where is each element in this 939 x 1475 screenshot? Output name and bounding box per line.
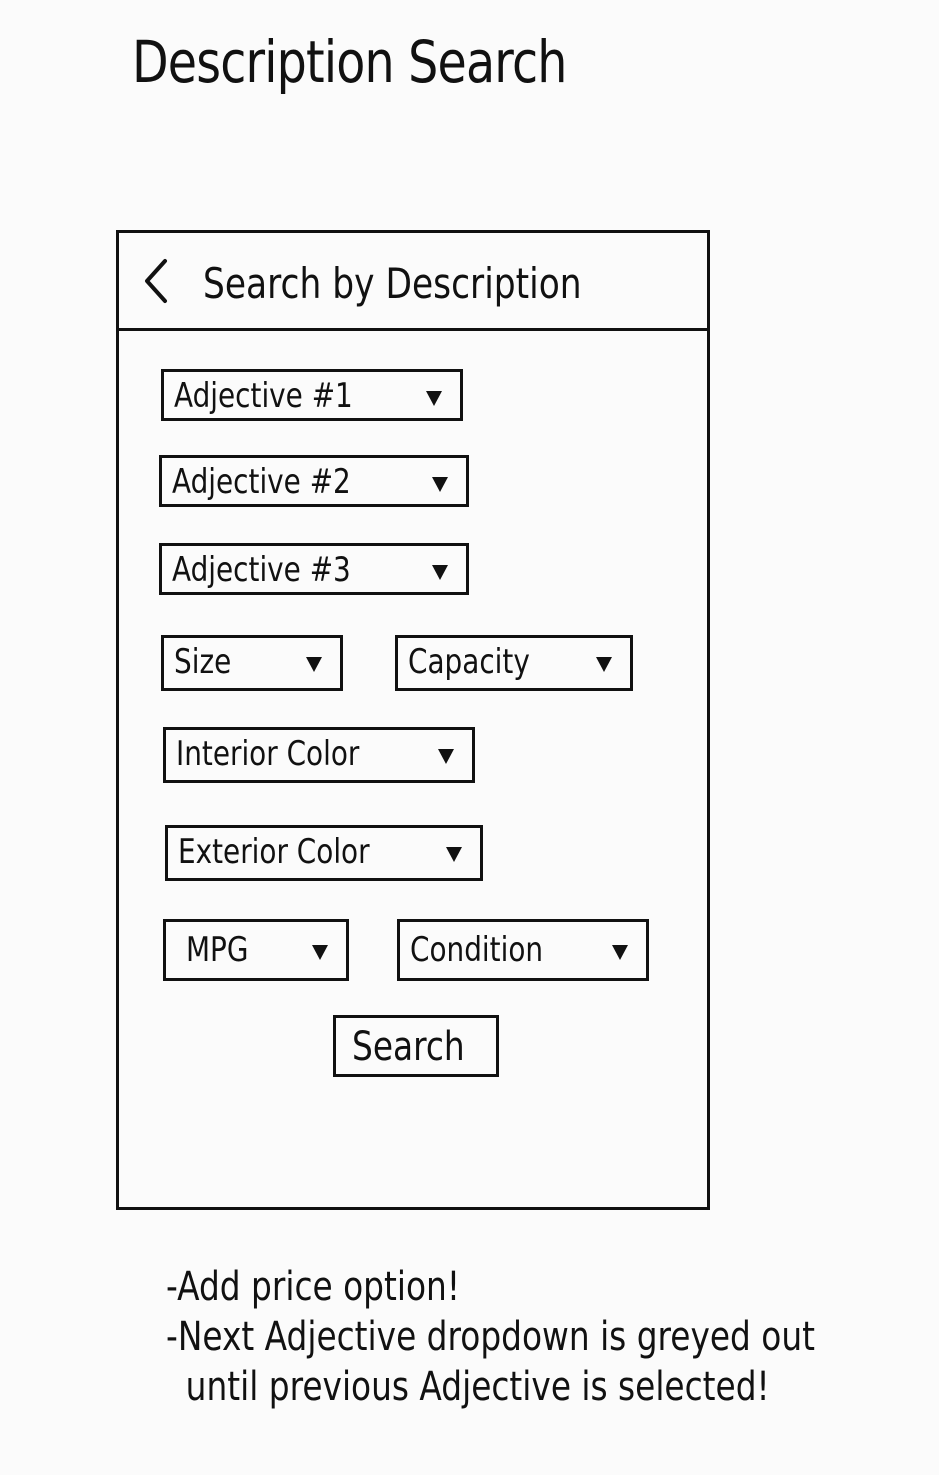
chevron-left-icon[interactable]: [139, 257, 173, 305]
triangle-down-icon: [432, 477, 448, 492]
adjective-1-dropdown[interactable]: Adjective #1: [161, 369, 463, 421]
note-line: -Next Adjective dropdown is greyed out: [166, 1314, 816, 1360]
phone-frame: Search by Description Adjective #1 Adjec…: [116, 230, 710, 1210]
dropdown-label: MPG: [186, 930, 249, 970]
design-notes: -Add price option! -Next Adjective dropd…: [166, 1262, 815, 1412]
dropdown-label: Adjective #1: [174, 376, 353, 416]
dropdown-label: Size: [174, 642, 232, 682]
interior-color-dropdown[interactable]: Interior Color: [163, 727, 475, 783]
mpg-dropdown[interactable]: MPG: [163, 919, 349, 981]
exterior-color-dropdown[interactable]: Exterior Color: [165, 825, 483, 881]
condition-dropdown[interactable]: Condition: [397, 919, 649, 981]
dropdown-label: Interior Color: [176, 734, 360, 774]
dropdown-label: Adjective #3: [172, 550, 351, 590]
header-title: Search by Description: [203, 259, 582, 308]
size-dropdown[interactable]: Size: [161, 635, 343, 691]
dropdown-label: Capacity: [408, 642, 530, 682]
app-header: Search by Description: [119, 233, 707, 331]
triangle-down-icon: [312, 945, 328, 960]
triangle-down-icon: [612, 945, 628, 960]
adjective-3-dropdown[interactable]: Adjective #3: [159, 543, 469, 595]
triangle-down-icon: [446, 847, 462, 862]
capacity-dropdown[interactable]: Capacity: [395, 635, 633, 691]
page-title: Description Search: [132, 28, 567, 96]
search-button-label: Search: [352, 1024, 465, 1070]
triangle-down-icon: [306, 657, 322, 672]
triangle-down-icon: [596, 657, 612, 672]
adjective-2-dropdown[interactable]: Adjective #2: [159, 455, 469, 507]
search-button[interactable]: Search: [333, 1015, 499, 1077]
triangle-down-icon: [438, 749, 454, 764]
note-line: until previous Adjective is selected!: [185, 1364, 770, 1410]
triangle-down-icon: [426, 391, 442, 406]
triangle-down-icon: [432, 565, 448, 580]
dropdown-label: Exterior Color: [178, 832, 370, 872]
dropdown-label: Adjective #2: [172, 462, 351, 502]
dropdown-label: Condition: [410, 930, 544, 970]
note-line: -Add price option!: [166, 1264, 460, 1310]
